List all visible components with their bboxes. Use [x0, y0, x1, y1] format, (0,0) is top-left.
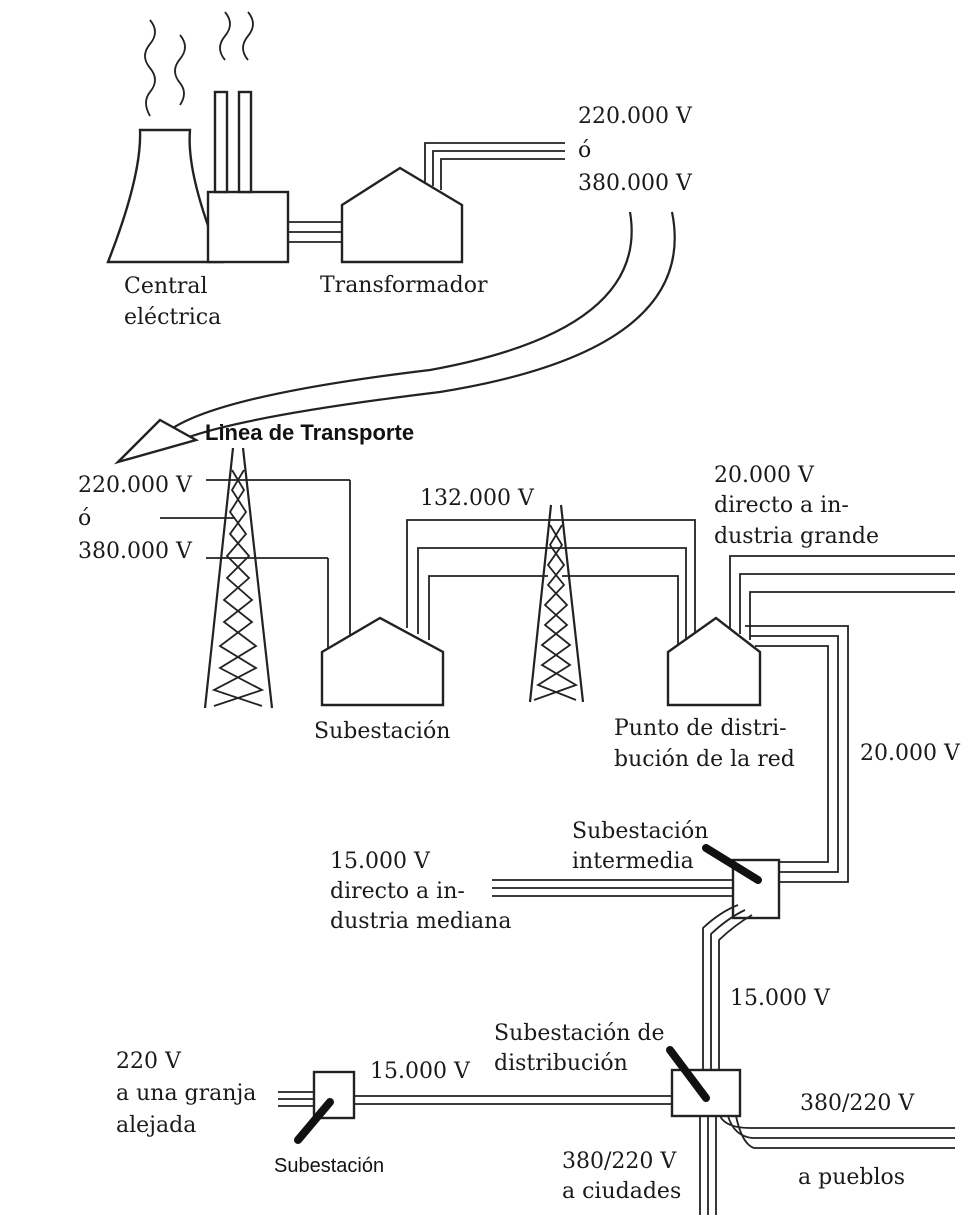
towns-voltage: 380/220 V	[800, 1091, 915, 1116]
distribution-point-label-2: bución de la red	[614, 747, 795, 772]
transmission-tower-2	[528, 504, 687, 703]
large-industry-direct: directo a in-	[714, 493, 849, 518]
substation-label: Subestación	[314, 719, 450, 744]
transport-arrow	[113, 211, 676, 465]
large-industry-label: dustria grande	[714, 524, 879, 549]
hv-output-or: ó	[578, 138, 591, 163]
plant-label-line2: eléctrica	[124, 305, 221, 330]
intermediate-substation-label-1: Subestación	[572, 819, 708, 844]
distribution-substation-label-2: distribución	[494, 1051, 628, 1076]
medium-industry-label: dustria mediana	[330, 909, 511, 934]
transformer-label: Transformador	[320, 273, 488, 298]
farm-label-line1: a una granja	[116, 1081, 256, 1106]
distribution-substation-label-1: Subestación de	[494, 1021, 664, 1046]
farm-link-voltage: 15.000 V	[370, 1059, 471, 1084]
transport-title: Linea de Transporte	[205, 420, 414, 445]
medium-industry-voltage: 15.000 V	[330, 849, 431, 874]
farm-substation-label: Subestación	[274, 1155, 384, 1177]
transformer	[340, 142, 565, 264]
hv-output-voltage-1: 220.000 V	[578, 104, 693, 129]
transport-mid-voltage: 132.000 V	[420, 486, 535, 511]
distribution-point-label-1: Punto de distri-	[614, 716, 787, 741]
transmission-tower-1	[160, 447, 351, 709]
transport-input-or: ó	[78, 506, 91, 531]
farm-label-line2: alejada	[116, 1113, 196, 1138]
power-plant	[106, 11, 342, 264]
intermediate-substation-label-2: intermedia	[572, 849, 694, 874]
distribution-substation	[355, 1046, 955, 1215]
line-voltage-20kv: 20.000 V	[860, 741, 961, 766]
transport-input-voltage-1: 220.000 V	[78, 473, 193, 498]
distribution-point	[666, 555, 955, 883]
cities-voltage: 380/220 V	[562, 1149, 677, 1174]
transport-input-voltage-2: 380.000 V	[78, 539, 193, 564]
cities-label: a ciudades	[562, 1179, 681, 1204]
plant-label-line1: Central	[124, 274, 208, 299]
line-voltage-15kv: 15.000 V	[730, 986, 831, 1011]
hv-output-voltage-2: 380.000 V	[578, 171, 693, 196]
farm-voltage: 220 V	[116, 1049, 182, 1074]
farm-substation	[278, 1070, 356, 1144]
medium-industry-direct: directo a in-	[330, 879, 465, 904]
towns-label: a pueblos	[798, 1165, 905, 1190]
intermediate-substation	[492, 844, 781, 1075]
substation-1	[320, 519, 696, 707]
large-industry-voltage: 20.000 V	[714, 463, 815, 488]
